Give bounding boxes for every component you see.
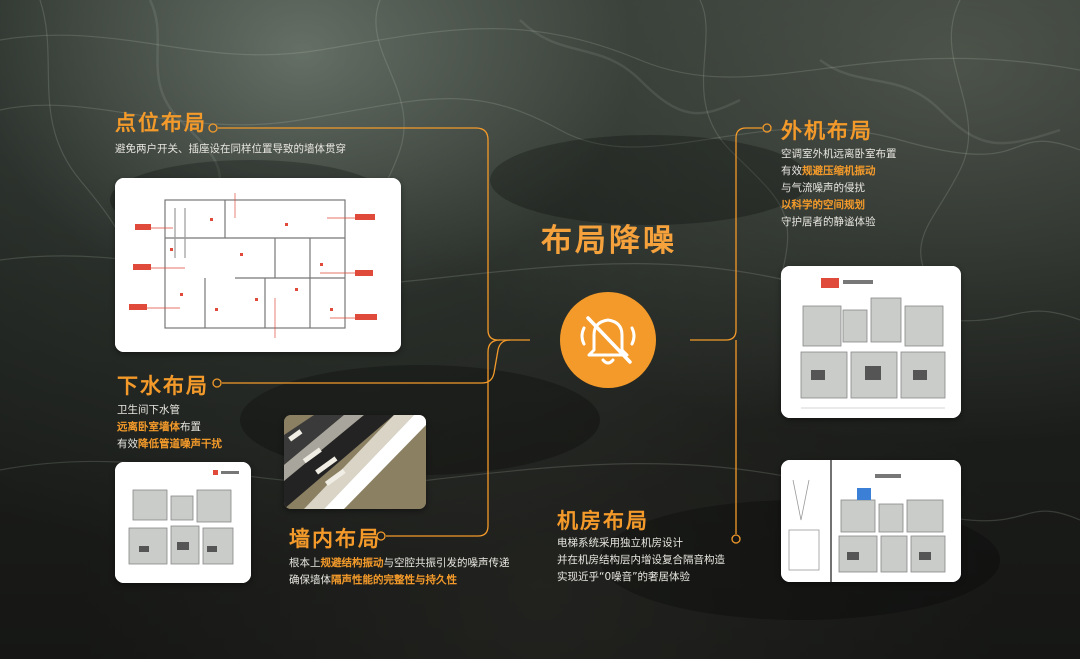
desc-text: 有效	[117, 438, 138, 450]
section-desc-waiji: 空调室外机远离卧室布置有效规避压缩机振动与气流噪声的侵扰以科学的空间规划守护居者…	[781, 146, 897, 231]
connector-qiangnei	[386, 339, 501, 537]
section-title-jifang: 机房布局	[557, 509, 649, 533]
desc-line: 电梯系统采用独立机房设计	[557, 535, 725, 552]
section-title-dianwei: 点位布局	[115, 111, 207, 135]
center-title: 布局降噪	[541, 223, 677, 259]
section-desc-xiashui: 卫生间下水管远离卧室墙体布置有效降低管道噪声干扰	[117, 402, 222, 453]
section-desc-dianwei: 避免两户开关、插座设在同样位置导致的墙体贯穿	[115, 141, 346, 158]
desc-line: 守护居者的静谧体验	[781, 214, 897, 231]
floorplan-image-dianwei	[115, 178, 401, 352]
desc-text: 布置	[180, 421, 201, 433]
desc-text: 实现近乎“0噪音”的奢居体验	[557, 571, 691, 583]
desc-line: 卫生间下水管	[117, 402, 222, 419]
desc-text: 避免两户开关、插座设在同样位置导致的墙体贯穿	[115, 143, 346, 155]
mute-bell-icon	[560, 292, 656, 388]
highlight-text: 隔声性能的完整性与持久性	[331, 574, 457, 586]
desc-text: 电梯系统采用独立机房设计	[557, 537, 683, 549]
desc-text: 与空腔共振引发的噪声传递	[383, 557, 510, 569]
section-title-waiji: 外机布局	[781, 119, 873, 143]
desc-text: 并在机房结构层内增设复合隔音构造	[557, 554, 725, 566]
desc-line: 避免两户开关、插座设在同样位置导致的墙体贯穿	[115, 141, 346, 158]
desc-line: 并在机房结构层内增设复合隔音构造	[557, 552, 725, 569]
connector-dianwei	[218, 127, 530, 341]
section-desc-qiangnei: 根本上规避结构振动与空腔共振引发的噪声传递确保墙体隔声性能的完整性与持久性	[289, 555, 510, 589]
floorplan-image-xiashui	[115, 462, 251, 583]
connector-waiji	[690, 127, 762, 341]
desc-text: 守护居者的静谧体验	[781, 216, 876, 228]
floorplan-image-jifang	[781, 460, 961, 582]
desc-line: 有效规避压缩机振动	[781, 163, 897, 180]
highlight-text: 远离卧室墙体	[117, 421, 180, 433]
highlight-text: 以科学的空间规划	[781, 199, 865, 211]
desc-text: 根本上	[289, 557, 321, 569]
desc-text: 与气流噪声的侵扰	[781, 182, 865, 194]
section-title-qiangnei: 墙内布局	[289, 527, 381, 551]
desc-text: 空调室外机远离卧室布置	[781, 148, 897, 160]
highlight-text: 规避结构振动	[320, 557, 384, 569]
desc-line: 远离卧室墙体布置	[117, 419, 222, 436]
desc-text: 确保墙体	[289, 574, 331, 586]
section-desc-jifang: 电梯系统采用独立机房设计并在机房结构层内增设复合隔音构造实现近乎“0噪音”的奢居…	[557, 535, 725, 586]
desc-line: 确保墙体隔声性能的完整性与持久性	[289, 572, 510, 589]
wall-section-image	[284, 415, 426, 509]
highlight-text: 降低管道噪声干扰	[138, 438, 222, 450]
desc-line: 以科学的空间规划	[781, 197, 897, 214]
desc-line: 与气流噪声的侵扰	[781, 180, 897, 197]
desc-line: 空调室外机远离卧室布置	[781, 146, 897, 163]
floorplan-image-waiji	[781, 266, 961, 418]
desc-text: 卫生间下水管	[117, 404, 180, 416]
highlight-text: 规避压缩机振动	[802, 165, 876, 177]
connector-xiashui	[222, 339, 511, 384]
section-title-xiashui: 下水布局	[117, 374, 209, 398]
desc-line: 有效降低管道噪声干扰	[117, 436, 222, 453]
desc-line: 实现近乎“0噪音”的奢居体验	[557, 569, 725, 586]
desc-text: 有效	[781, 165, 802, 177]
desc-line: 根本上规避结构振动与空腔共振引发的噪声传递	[289, 555, 510, 572]
